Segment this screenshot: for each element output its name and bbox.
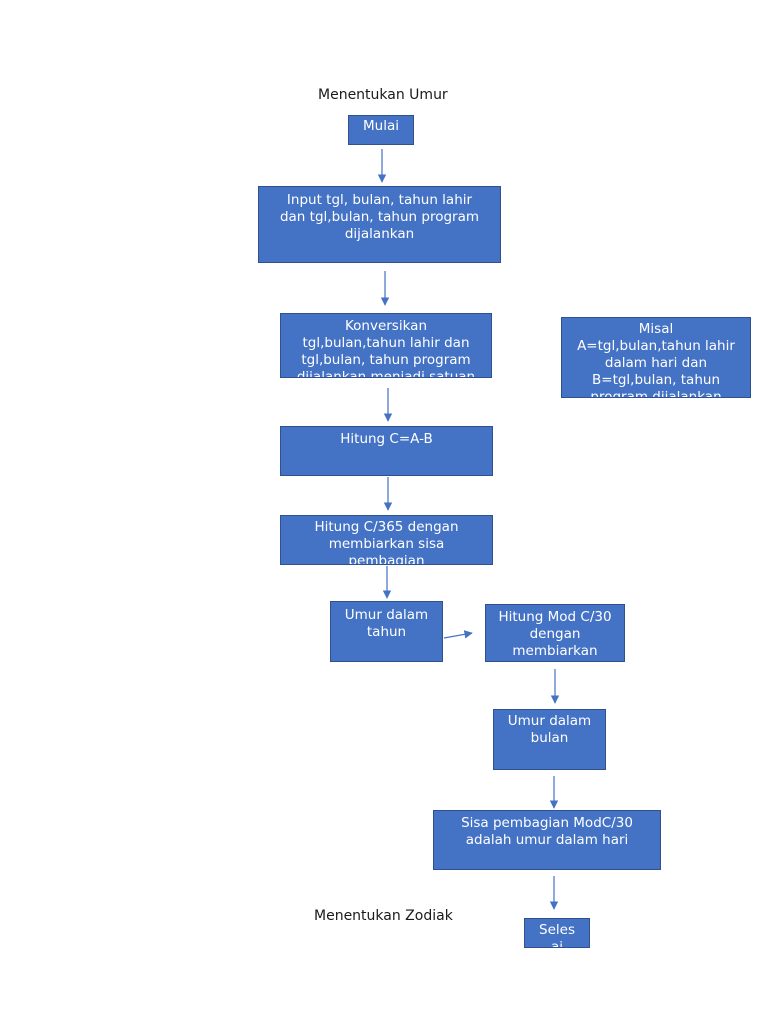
node-umur-tahun-label: Umur dalam tahun [344,607,429,640]
node-konversi: Konversikan tgl,bulan,tahun lahir dan tg… [280,313,492,378]
node-mulai-label: Mulai [363,118,399,134]
node-selesai: Seles ai [524,918,590,948]
node-sisa: Sisa pembagian ModC/30 adalah umur dalam… [433,810,661,870]
node-hitung-mod-label: Hitung Mod C/30 dengan membiarkan [498,609,612,659]
node-umur-tahun: Umur dalam tahun [330,601,443,662]
node-hitung-365-label: Hitung C/365 dengan membiarkan sisa pemb… [314,519,459,565]
node-umur-bulan: Umur dalam bulan [493,709,606,770]
node-hitung-mod: Hitung Mod C/30 dengan membiarkan [485,604,625,662]
heading-menentukan-umur: Menentukan Umur [318,87,448,103]
arrow-umur-tahun-to-hitung-mod [443,630,473,639]
node-sisa-label: Sisa pembagian ModC/30 adalah umur dalam… [461,815,633,848]
heading-menentukan-zodiak: Menentukan Zodiak [314,908,453,924]
node-input-label: Input tgl, bulan, tahun lahir dan tgl,bu… [279,192,480,242]
node-umur-bulan-label: Umur dalam bulan [507,713,592,746]
node-mulai: Mulai [348,115,414,145]
node-selesai-label: Seles ai [539,922,575,948]
node-misal: Misal A=tgl,bulan,tahun lahir dalam hari… [561,317,751,398]
node-konversi-label: Konversikan tgl,bulan,tahun lahir dan tg… [296,318,476,378]
node-misal-label: Misal A=tgl,bulan,tahun lahir dalam hari… [577,321,735,398]
node-hitung-c-label: Hitung C=A-B [340,431,433,447]
node-input: Input tgl, bulan, tahun lahir dan tgl,bu… [258,186,501,263]
node-hitung-c: Hitung C=A-B [280,426,493,476]
node-hitung-365: Hitung C/365 dengan membiarkan sisa pemb… [280,515,493,565]
